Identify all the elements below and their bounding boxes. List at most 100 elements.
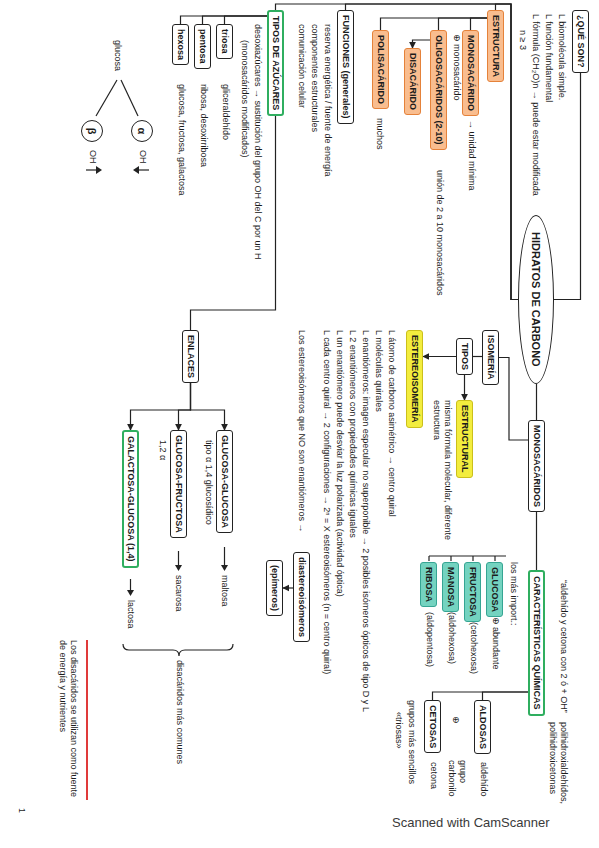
connector xyxy=(283,587,293,588)
node-text: β xyxy=(82,128,102,135)
note-text: Los disacáridos se utilizan como fuente … xyxy=(57,640,79,800)
node-text: MONOSACÁRIDOS xyxy=(531,425,542,507)
concept-box: ESTEREOISOMERÍA xyxy=(406,330,423,428)
node-text: ESTRUCTURAL xyxy=(459,405,470,473)
note-text: L cada centro quiral → 2 configuraciones… xyxy=(321,330,332,674)
connector xyxy=(439,18,488,30)
concept-box: (epímeros) xyxy=(266,560,283,616)
anomer-circle: α xyxy=(131,120,153,142)
node-text: CARACTERÍSTICAS QUÍMICAS xyxy=(531,576,542,710)
concept-box: ENLACES xyxy=(182,330,199,383)
note-text: unión de 2 a 10 monosacáridos xyxy=(434,170,445,296)
oh-arrow-head xyxy=(133,166,139,174)
note-text: aldehído xyxy=(478,762,489,797)
note-text: cetona xyxy=(428,762,439,789)
node-text: FRUCTOSA xyxy=(467,567,478,617)
result-arrow xyxy=(178,551,179,566)
connector xyxy=(554,73,581,300)
connector xyxy=(473,356,482,357)
connector xyxy=(346,4,519,300)
branch-line xyxy=(96,80,117,116)
note-text: tipo α 1,4 glucosídico xyxy=(203,440,214,525)
connector xyxy=(423,356,456,357)
node-text: ENLACES xyxy=(185,335,196,378)
note-text: (aldohexosa) xyxy=(446,612,457,664)
note-text: L moléculas quirales xyxy=(373,330,384,412)
connector xyxy=(499,358,528,441)
oh-arrow xyxy=(138,169,149,170)
note-text: ⊕ monosacárido xyxy=(451,34,462,101)
node-text: MANOSA xyxy=(445,567,456,607)
concept-box: ISOMERÍA xyxy=(482,330,499,385)
node-text: GLUCOSA xyxy=(489,567,500,612)
node-text: GLUCOSA-FRUCTOSA xyxy=(173,435,184,533)
branch-line xyxy=(121,80,138,116)
connector xyxy=(381,18,488,30)
concept-box: GALACTOSA-GLUCOSA (1,4) xyxy=(122,430,139,568)
list-tick xyxy=(494,556,495,561)
note-text: los más import.: xyxy=(508,562,519,626)
concept-box: DISACÁRIDO xyxy=(404,48,421,115)
note-text: OH xyxy=(87,150,98,164)
concept-box: GLUCOSA xyxy=(486,562,503,617)
note-text: (aldopentosa) xyxy=(424,612,435,667)
concept-box: ESTRUCTURA xyxy=(487,10,504,82)
node-text: FUNCIONES (generales) xyxy=(340,15,351,119)
title-oval: HIDRATOS DE CARBONO xyxy=(518,215,554,384)
connector xyxy=(225,16,268,24)
note-text: L enantiómeros: imagen especular no supe… xyxy=(360,330,371,712)
note-text: gliceraldehído xyxy=(220,84,231,140)
concept-box: POLISACÁRIDO xyxy=(372,30,389,109)
oh-arrow xyxy=(86,169,97,170)
note-text: L biomolécula simple. xyxy=(556,14,567,100)
node-text: hexosa xyxy=(175,29,186,60)
connector xyxy=(203,16,268,24)
note-text: ⊕ abundante xyxy=(490,617,501,670)
concept-box: MONOSACÁRIDOS xyxy=(528,420,545,512)
concept-box: hexosa xyxy=(172,24,189,65)
note-text: componentes estructurales xyxy=(309,24,320,132)
note-text: reserva energética / fuente de energía xyxy=(322,24,333,177)
result-arrow xyxy=(224,547,225,566)
red-rule xyxy=(86,640,88,800)
concept-box: CETOSAS xyxy=(424,700,441,753)
connector xyxy=(276,4,519,300)
note-text: L un enantiómero puede desviar la luz po… xyxy=(334,330,345,597)
result-arrow-head xyxy=(175,565,182,571)
concept-box: diastereoisómeros xyxy=(293,552,310,642)
note-text: glucosa xyxy=(112,40,123,71)
note-text: ribosa, desoxirribosa xyxy=(198,84,209,167)
anomer-circle: β xyxy=(81,120,103,142)
curly-bracket xyxy=(123,644,233,656)
note-text: polihidroxialdehídos, polihidroxicetonas xyxy=(547,722,569,812)
node-text: CETOSAS xyxy=(427,705,438,748)
note-text: 1 xyxy=(16,808,27,813)
node-text: diastereoisómeros xyxy=(296,557,307,637)
node-text: MONOSACÁRIDO xyxy=(465,35,476,111)
concept-box: MANOSA xyxy=(442,562,459,612)
concept-box: OLIGOSACÁRIDOS (2-10) xyxy=(430,30,447,150)
concept-box: GLUCOSA-GLUCOSA xyxy=(216,430,233,533)
note-text: “aldehído y cetona con 2 ó + OH” xyxy=(558,580,569,713)
note-text: sacarosa xyxy=(173,575,184,612)
node-text: POLISACÁRIDO xyxy=(375,35,386,104)
list-tick xyxy=(472,556,473,561)
result-arrow-head xyxy=(127,590,134,596)
node-text: triosa xyxy=(219,29,230,54)
oh-arrow-head xyxy=(96,166,102,174)
scanner-watermark: Scanned with CamScanner xyxy=(392,815,550,830)
node-text: ISOMERÍA xyxy=(485,335,496,380)
node-text: HIDRATOS DE CARBONO xyxy=(530,232,542,367)
note-text: maltosa xyxy=(219,575,230,607)
connector xyxy=(464,375,465,400)
connector xyxy=(179,383,191,430)
node-text: ¿QUÉ SON? xyxy=(575,15,586,68)
note-text: disacáridos más comunes xyxy=(174,660,185,764)
note-text: L 2 enantiómeros con propiedades química… xyxy=(347,330,358,538)
concept-box: TIPOS DE AZÚCARES xyxy=(267,10,284,116)
concept-box: ¿QUÉ SON? xyxy=(572,10,589,73)
concept-box: RIBOSA xyxy=(420,562,437,607)
note-text: muchos xyxy=(374,118,385,150)
connector xyxy=(471,18,488,30)
note-text: grupos más sencillos xyxy=(406,700,417,784)
